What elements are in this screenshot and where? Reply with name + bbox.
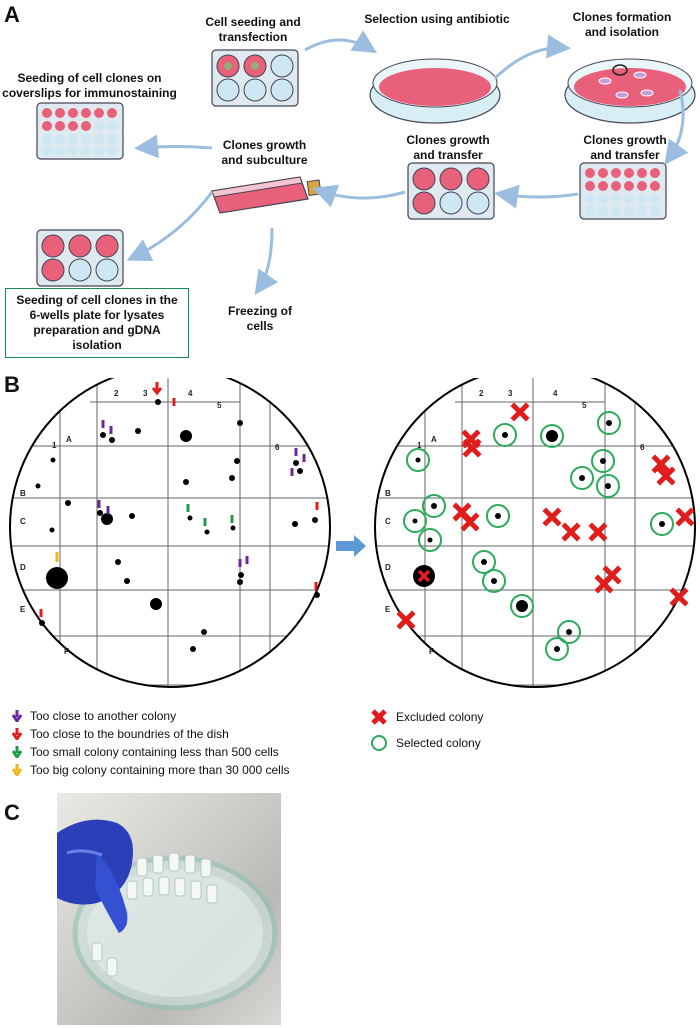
legend-text: Too small colony containing less than 50…	[30, 745, 279, 759]
svg-text:C: C	[385, 517, 391, 526]
arrow-down-icon	[12, 710, 22, 722]
petri-dish-selection	[369, 58, 501, 124]
svg-text:D: D	[20, 563, 26, 572]
cross-icon	[371, 709, 387, 725]
panel-letter-c: C	[4, 800, 20, 825]
petri-dish-clones	[564, 58, 696, 124]
label-selection: Selection using antibiotic	[364, 12, 510, 26]
culture-flask	[211, 176, 322, 214]
panel-letter-b: B	[4, 372, 20, 397]
arrow-5	[312, 184, 406, 208]
arrow-4	[494, 184, 579, 209]
panel-letter-a: A	[4, 2, 20, 27]
svg-text:A: A	[431, 435, 437, 444]
svg-text:E: E	[20, 605, 26, 614]
legend-text: Selected colony	[396, 736, 481, 750]
arrow-down-icon	[12, 764, 22, 776]
svg-text:3: 3	[143, 389, 148, 398]
svg-text:F: F	[429, 647, 434, 656]
arrow-7	[126, 191, 214, 262]
svg-text:4: 4	[188, 389, 193, 398]
label-growth-transfer-right: Clones growth and transfer	[583, 133, 667, 162]
twenty-four-well-plate-right	[579, 162, 667, 220]
label-coverslips: Seeding of cell clones on coverslips for…	[2, 71, 177, 100]
petri-dish-photo	[57, 793, 281, 1025]
six-well-plate-bottom	[36, 229, 124, 287]
six-well-plate-mid	[407, 162, 495, 220]
legend-item-selected: Selected colony	[370, 735, 481, 751]
label-six-wells: Seeding of cell clones in the 6-wells pl…	[5, 288, 189, 358]
arrow-3	[664, 89, 689, 165]
legend-item-close-colony: Too close to another colony	[12, 709, 176, 723]
col-1-label: 2	[114, 389, 119, 398]
label-freezing: Freezing of cells	[227, 304, 292, 333]
svg-text:D: D	[385, 563, 391, 572]
label-seeding-transfection: Cell seeding and transfection	[205, 15, 301, 44]
svg-text:B: B	[385, 489, 391, 498]
label-growth-subculture: Clones growth and subculture	[221, 138, 308, 167]
legend-item-excluded: Excluded colony	[370, 709, 483, 725]
arrow-6	[134, 134, 213, 159]
svg-text:6: 6	[640, 443, 645, 452]
dish-after: 2 3 4 5 6 1 A B C D E F	[374, 378, 696, 688]
arrow-8	[254, 227, 279, 295]
legend-text: Too close to the boundries of the dish	[30, 727, 229, 741]
legend-item-too-small: Too small colony containing less than 50…	[12, 745, 279, 759]
legend-item-close-boundary: Too close to the boundries of the dish	[12, 727, 229, 741]
svg-text:5: 5	[582, 401, 587, 410]
colony-selection-diagram: 2 3 4 5 6 1 A B C D E F	[9, 378, 696, 688]
label-growth-transfer-mid: Clones growth and transfer	[406, 133, 490, 162]
circle-icon	[371, 735, 387, 751]
svg-text:5: 5	[217, 401, 222, 410]
svg-text:F: F	[64, 647, 69, 656]
twenty-four-well-plate-left	[36, 102, 124, 160]
label-clones-formation: Clones formation and isolation	[572, 10, 672, 39]
legend-item-too-big: Too big colony containing more than 30 0…	[12, 763, 290, 777]
svg-text:6: 6	[275, 443, 280, 452]
photo-illustration	[57, 819, 278, 1011]
dish-before: 2 3 4 5 6 1 A B C D E F	[9, 378, 331, 688]
legend-text: Too close to another colony	[30, 709, 177, 723]
legend-text: Excluded colony	[396, 710, 484, 724]
svg-text:C: C	[20, 517, 26, 526]
svg-text:A: A	[66, 435, 72, 444]
svg-text:2: 2	[479, 389, 484, 398]
svg-text:1: 1	[417, 441, 422, 450]
svg-text:B: B	[20, 489, 26, 498]
legend-text: Too big colony containing more than 30 0…	[30, 763, 290, 777]
svg-text:4: 4	[553, 389, 558, 398]
svg-text:1: 1	[52, 441, 57, 450]
workflow-diagram	[36, 30, 696, 295]
arrow-2	[493, 34, 571, 80]
arrow-down-icon	[12, 746, 22, 758]
arrow-down-icon	[12, 728, 22, 740]
transition-arrow	[336, 535, 366, 557]
six-well-plate-top	[211, 49, 299, 107]
svg-text:E: E	[385, 605, 391, 614]
arrow-1	[304, 30, 378, 54]
svg-text:3: 3	[508, 389, 513, 398]
